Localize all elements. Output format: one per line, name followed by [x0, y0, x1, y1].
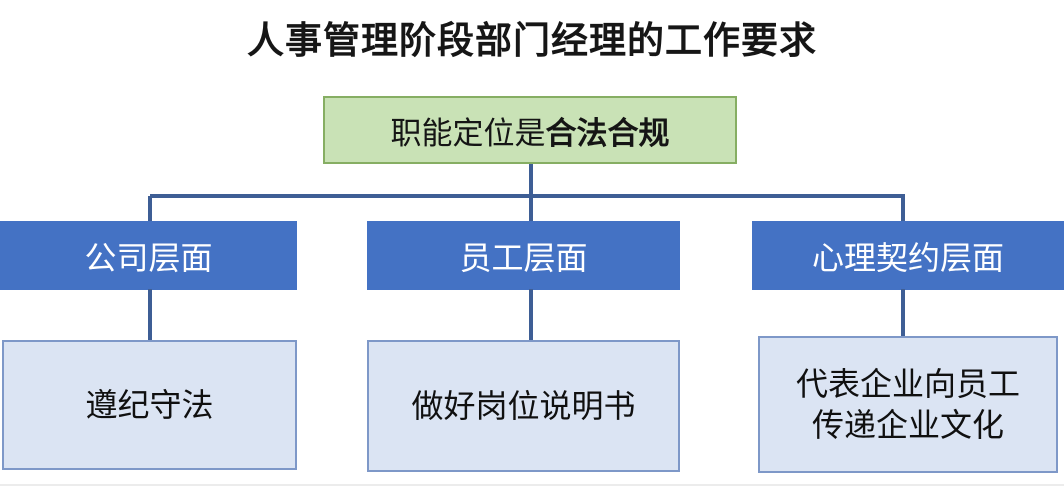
- branch-detail-text-psych-contract: 代表企业向员工传递企业文化: [795, 365, 1020, 443]
- branch-detail-text-company: 遵纪守法: [85, 386, 214, 423]
- branch-level-box-company: 公司层面: [0, 221, 297, 290]
- connector-drop-3: [901, 196, 905, 223]
- branch-level-box-psych-contract: 心理契约层面: [752, 221, 1064, 290]
- branch-detail-box-employee: 做好岗位说明书: [367, 340, 680, 472]
- branch-detail-box-company: 遵纪守法: [2, 340, 297, 470]
- branch-detail-box-psych-contract: 代表企业向员工传递企业文化: [758, 336, 1058, 473]
- connector-horizontal: [150, 194, 905, 198]
- connector-root-stem: [529, 164, 533, 196]
- root-node: 职能定位是合法合规: [323, 96, 737, 164]
- connector-branch-3: [901, 289, 905, 337]
- root-node-prefix: 职能定位是: [390, 115, 546, 151]
- bottom-divider: [0, 484, 1064, 486]
- connector-branch-2: [529, 289, 533, 341]
- page-title: 人事管理阶段部门经理的工作要求: [247, 20, 817, 61]
- root-node-emphasis: 合法合规: [545, 115, 670, 151]
- branch-detail-text-employee: 做好岗位说明书: [411, 387, 636, 424]
- connector-drop-1: [148, 196, 152, 223]
- connector-drop-2: [529, 196, 533, 223]
- connector-branch-1: [148, 289, 152, 341]
- branch-level-box-employee: 员工层面: [367, 221, 680, 290]
